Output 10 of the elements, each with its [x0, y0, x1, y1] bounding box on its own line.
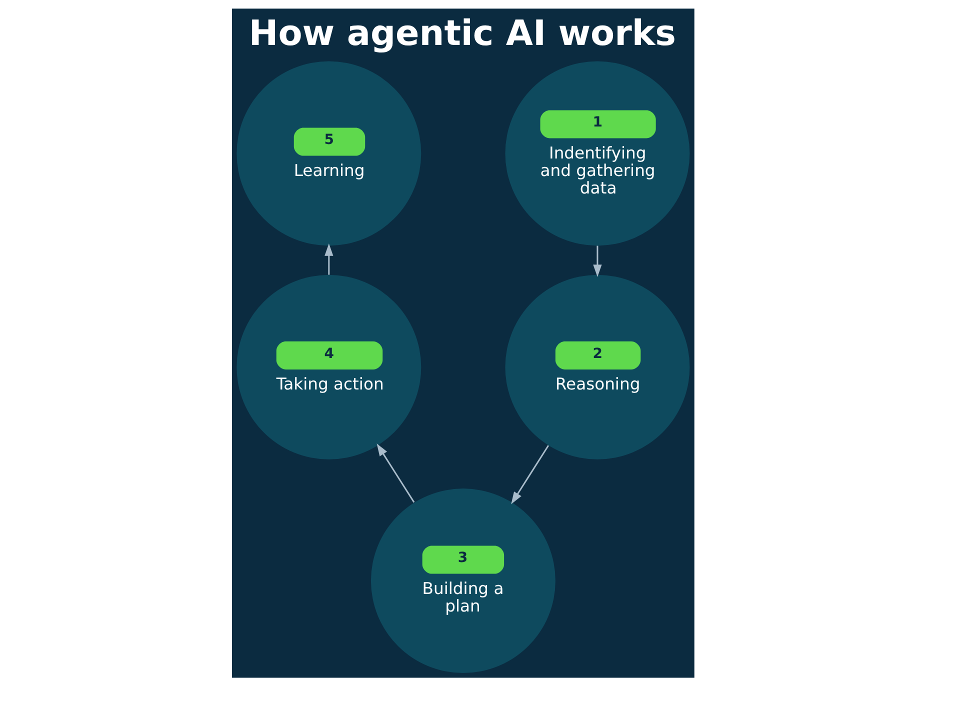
- arrow: [593, 246, 602, 278]
- arrow: [376, 444, 415, 503]
- node-circle: 1 Indentifying and gathering data: [505, 61, 690, 246]
- arrow: [324, 243, 334, 275]
- diagram-title: How agentic AI works: [248, 12, 676, 54]
- node-circle: 5 Learning: [236, 61, 422, 246]
- arrow: [511, 445, 550, 504]
- node-circle: 4 Taking action: [236, 274, 422, 460]
- node-circle: 3 Building a plan: [370, 488, 556, 674]
- node-circle: 2 Reasoning: [505, 274, 690, 460]
